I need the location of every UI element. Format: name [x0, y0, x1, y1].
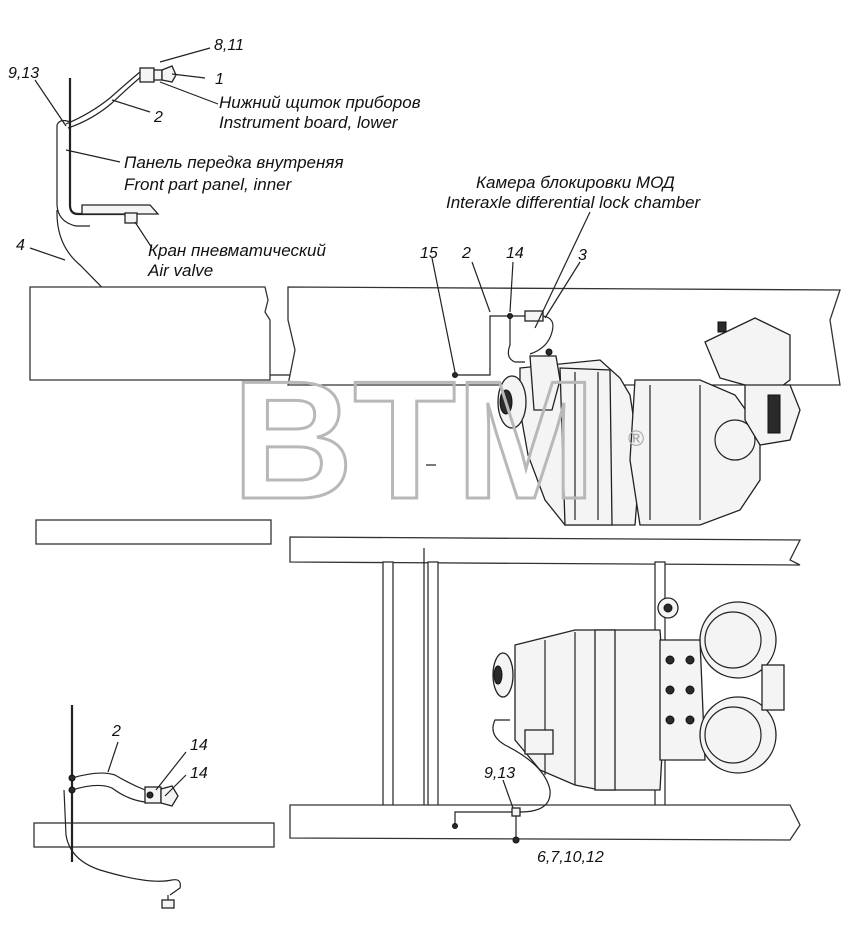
- pipe-2-bottom: [71, 772, 146, 791]
- instrument-board-fitting: [139, 67, 155, 83]
- callout-9-13-top: 9,13: [8, 65, 39, 82]
- callouts: 8,11 9,13 1 2 4 15 2 14 3 2 14 14 9,13 6…: [8, 37, 604, 866]
- callout-14-bottom-b: 14: [190, 765, 208, 782]
- callout-1: 1: [215, 71, 224, 88]
- leaders-bottom-right: [502, 779, 514, 809]
- transfer-case-side: [452, 310, 801, 526]
- front-panel-label-ru: Панель передка внутреняя: [124, 153, 344, 172]
- leaders-middle: [426, 211, 591, 466]
- callout-2-top: 2: [153, 109, 163, 126]
- detail-view-bottom-left: [33, 705, 275, 909]
- callout-14-bottom-a: 14: [190, 737, 208, 754]
- pipe-14-mid: [507, 316, 525, 363]
- frame-side-view: [29, 286, 841, 386]
- lock-chamber-label-en: Interaxle differential lock chamber: [446, 193, 702, 212]
- pipe-2-top: [67, 75, 143, 129]
- pipe-3: [529, 315, 554, 355]
- callout-4: 4: [16, 237, 25, 254]
- front-panel-label-en: Front part panel, inner: [124, 175, 293, 194]
- callout-3: 3: [578, 247, 587, 264]
- watermark-text: BTM: [232, 346, 596, 534]
- instrument-board-label-en: Instrument board, lower: [219, 113, 399, 132]
- instrument-board-label-ru: Нижний щиток приборов: [219, 93, 421, 112]
- frame-top-view: [35, 519, 802, 841]
- lock-chamber-label-ru: Камера блокировки МОД: [476, 173, 675, 192]
- watermark: BTM ®: [231, 345, 645, 536]
- leaders-top-left: [29, 47, 219, 261]
- front-panel-assembly: [56, 65, 455, 376]
- callout-6-7-10-12: 6,7,10,12: [537, 849, 604, 866]
- air-valve: [81, 204, 160, 215]
- callout-14-mid: 14: [506, 245, 524, 262]
- callout-2-bottom: 2: [111, 723, 121, 740]
- front-part-panel: [68, 78, 125, 216]
- callout-15: 15: [420, 245, 438, 262]
- labels: Нижний щиток приборов Instrument board, …: [124, 93, 702, 280]
- transfer-case-top: [452, 597, 785, 844]
- air-valve-label-ru: Кран пневматический: [148, 241, 326, 260]
- callout-9-13-bottom: 9,13: [484, 765, 515, 782]
- callout-8-11: 8,11: [214, 37, 244, 54]
- frame-rail-left: [29, 286, 271, 381]
- front-part-panel-inner-line: [56, 125, 90, 227]
- watermark-registered-mark: ®: [628, 426, 644, 451]
- air-valve-label-en: Air valve: [147, 261, 213, 280]
- pipe-9-13-bottom: [492, 719, 551, 813]
- callout-2-mid: 2: [461, 245, 471, 262]
